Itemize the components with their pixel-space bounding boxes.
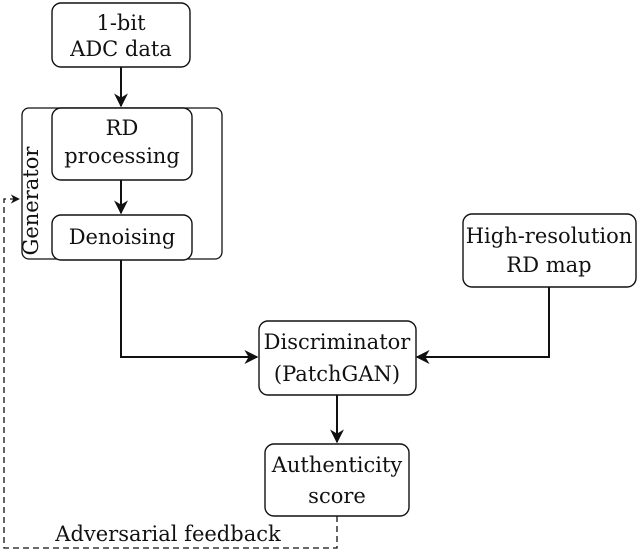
node-denoising: Denoising — [51, 214, 193, 261]
node-rd-line1: RD — [106, 116, 139, 140]
node-highres-line2: RD map — [506, 253, 591, 277]
edge-label-adversarial-feedback: Adversarial feedback — [54, 522, 281, 546]
node-highres-line1: High-resolution — [466, 224, 633, 248]
node-discriminator: Discriminator (PatchGAN) — [258, 320, 417, 396]
node-authenticity-score: Authenticity score — [264, 443, 410, 517]
node-rd-processing: RD processing — [51, 107, 193, 181]
node-high-resolution-rd-map: High-resolution RD map — [462, 213, 637, 288]
node-rd-line2: processing — [64, 144, 180, 168]
edge-highres-to-discriminator — [415, 287, 550, 364]
node-discriminator-line2: (PatchGAN) — [274, 362, 400, 386]
node-authenticity-line1: Authenticity — [271, 453, 403, 477]
node-discriminator-line1: Discriminator — [264, 330, 412, 354]
node-adc-line1: 1-bit — [96, 11, 146, 35]
node-adc-line2: ADC data — [69, 37, 172, 61]
node-denoising-label: Denoising — [69, 225, 176, 249]
generator-label: Generator — [19, 146, 43, 256]
node-authenticity-line2: score — [308, 484, 366, 508]
edge-denoising-to-discriminator — [120, 260, 259, 364]
edge-adversarial-feedback — [3, 194, 338, 549]
node-adc-data: 1-bit ADC data — [51, 2, 191, 68]
